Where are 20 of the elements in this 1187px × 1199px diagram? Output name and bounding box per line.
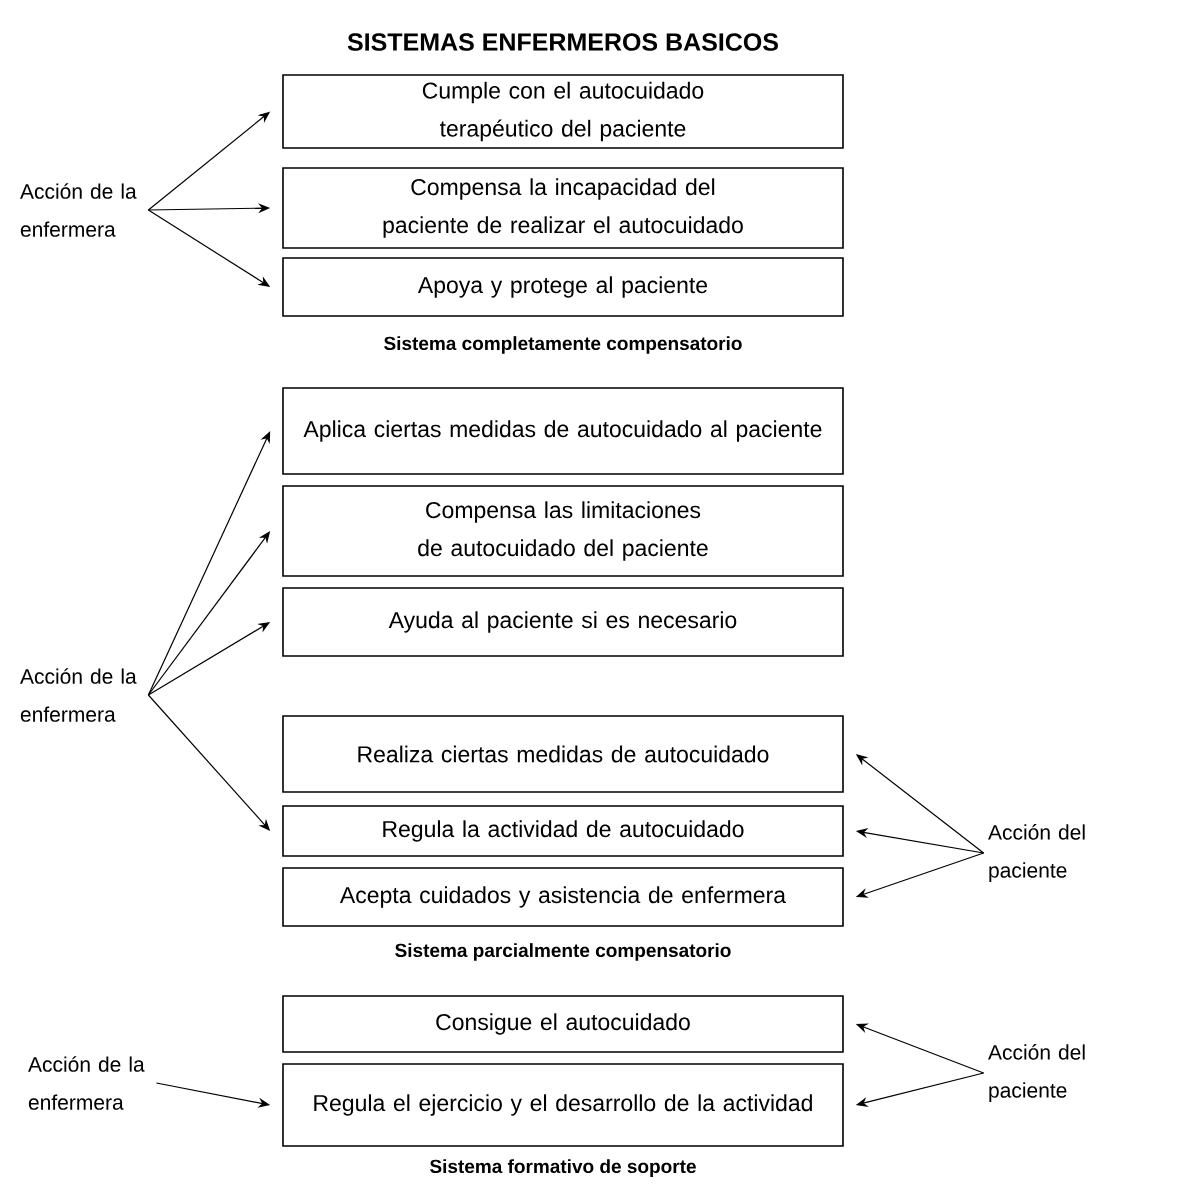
text-box: Ayuda al paciente si es necesario bbox=[282, 587, 844, 657]
side-label: Acción de la enfermera bbox=[20, 183, 137, 237]
text-box: Acepta cuidados y asistencia de enfermera bbox=[282, 867, 844, 927]
section-caption: Sistema parcialmente compensatorio bbox=[395, 943, 731, 961]
side-label: Acción del paciente bbox=[988, 1044, 1085, 1102]
text-box: Apoya y protege al paciente bbox=[282, 257, 844, 317]
arrow bbox=[147, 431, 271, 696]
side-label: Acción del paciente bbox=[988, 824, 1085, 882]
text-box: Consigue el autocuidado bbox=[282, 995, 844, 1053]
text-box: Compensa la incapacidad del paciente de realizar el autocuidado bbox=[282, 167, 844, 249]
side-label: Acción de la enfermera bbox=[20, 668, 137, 722]
text-box: Compensa las limitaciones de autocuidado del paciente bbox=[282, 485, 844, 577]
title: SISTEMAS ENFERMEROS BASICOS bbox=[347, 33, 778, 51]
text-box: Realiza ciertas medidas de autocuidado bbox=[282, 715, 844, 793]
section-caption: Sistema completamente compensatorio bbox=[384, 336, 742, 354]
text-box: Regula la actividad de autocuidado bbox=[282, 805, 844, 857]
text-box: Aplica ciertas medidas de autocuidado al paciente bbox=[282, 387, 844, 475]
side-label: Acción de la enfermera bbox=[28, 1056, 145, 1110]
text-box: Cumple con el autocuidado terapéutico del paciente bbox=[282, 74, 844, 149]
text-box: Regula el ejercicio y el desarrollo de la actividad bbox=[282, 1063, 844, 1147]
